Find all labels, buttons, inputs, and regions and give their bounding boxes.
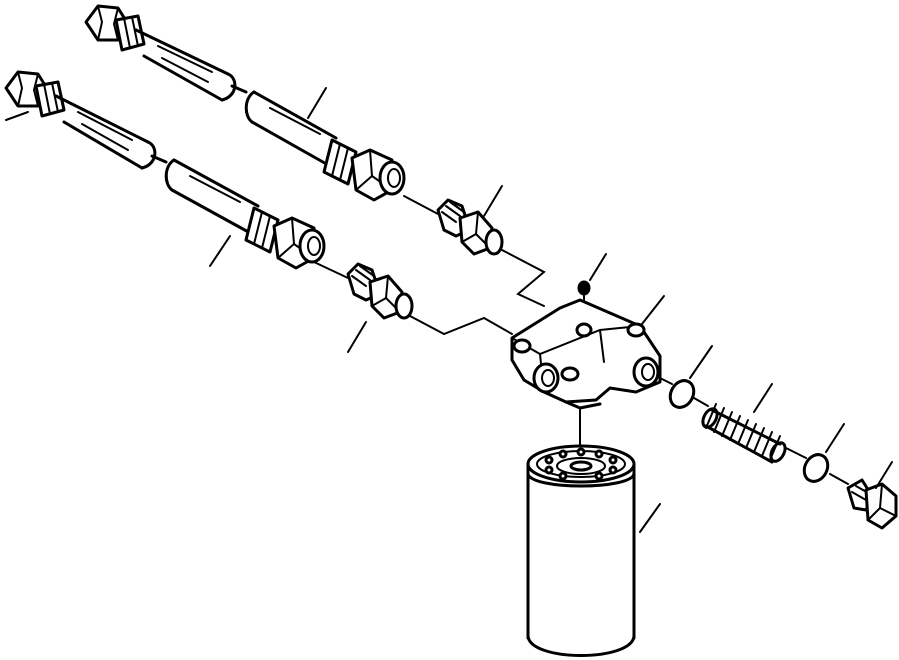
leader-lines	[209, 87, 893, 533]
elbow-fitting-lower	[346, 262, 414, 320]
center-lines	[5, 111, 849, 485]
filter-head	[510, 298, 662, 410]
filter-cartridge	[526, 444, 636, 657]
hose-lower	[4, 70, 326, 270]
hose-upper	[84, 4, 406, 202]
o-ring-1	[668, 379, 696, 409]
o-ring-2	[802, 453, 830, 483]
relief-plug	[846, 478, 898, 530]
spring	[701, 403, 787, 464]
elbow-fitting-upper	[436, 198, 504, 256]
